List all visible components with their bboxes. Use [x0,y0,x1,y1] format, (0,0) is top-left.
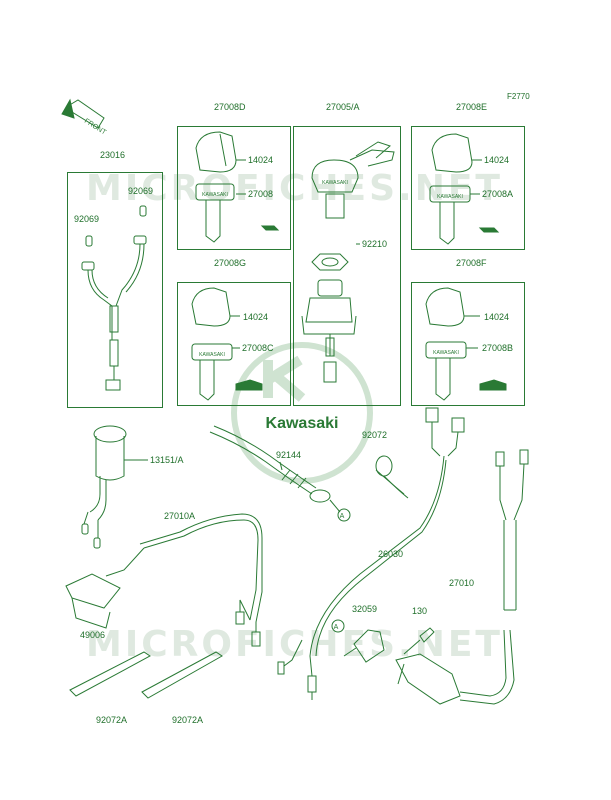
logo-text: Kawasaki [266,415,339,432]
bracket-32059 [343,629,385,663]
band-92072 [375,455,409,499]
ref-code: F2770 [507,92,530,101]
front-arrow-icon [61,98,105,129]
key-blade-a [195,183,235,243]
group-box-23016 [67,172,163,408]
part-92072: 92072 [362,430,388,440]
callout-letter-upper: A [340,513,345,520]
harness-23016 [81,205,147,391]
part-27008A: 27008A [482,189,514,199]
band-92072A-left [69,651,151,697]
callout-a-upper [337,508,351,522]
part-27008B: 27008B [482,343,514,353]
key-blade-d [425,341,467,401]
key-brand-b: KAWASAKI [437,194,463,200]
stop-switch-13151 [81,425,127,549]
band-92072A-right [141,651,223,699]
part-14024-d: 14024 [484,312,510,322]
part-27008: 27008 [248,189,274,199]
part-92144: 92144 [276,450,302,460]
ignition-switch-body [301,279,357,383]
part-27008E: 27008E [456,102,488,112]
part-49006: 49006 [80,630,106,640]
cable-92144 [209,425,341,513]
key-brand-c: KAWASAKI [199,352,225,358]
key-brand-d: KAWASAKI [433,350,459,356]
leader-lines [124,159,482,471]
group-box-27008G [177,282,291,406]
key-brand-ignition: KAWASAKI [322,180,348,186]
part-27005A: 27005/A [326,102,360,112]
nut-92210 [311,253,349,271]
callout-letter-lower: A [334,624,339,631]
key-knob-b [431,133,473,173]
part-27008D: 27008D [214,102,246,112]
key-profile-d [479,379,507,391]
group-box-27008F [411,282,525,406]
part-92069-b: 92069 [74,214,100,224]
part-27008G: 27008G [214,258,247,268]
key-blade-c [191,343,233,401]
switch-assembly [395,653,461,705]
part-130: 130 [412,606,428,616]
ignition-key [311,141,395,219]
part-27008F: 27008F [456,258,487,268]
harness-27010A [105,513,263,647]
callout-a-lower [331,619,345,633]
part-26030: 26030 [378,549,404,559]
group-box-27008D [177,126,291,250]
part-92072A-b: 92072A [172,715,204,725]
front-label: FRONT [83,118,108,137]
holder-49006 [65,573,121,629]
part-27010A: 27010A [164,511,196,521]
cable-27010 [459,449,529,705]
watermark-top: MICROFICHES.NET [86,168,503,209]
key-brand-a: KAWASAKI [202,192,228,198]
part-23016: 23016 [100,150,126,160]
group-box-27008E [411,126,525,250]
key-profile-c [235,379,263,391]
part-27008C: 27008C [242,343,274,353]
harness-26030 [277,407,465,700]
part-13151A: 13151/A [150,455,184,465]
part-14024-b: 14024 [484,155,510,165]
bolt-130 [403,627,435,655]
key-profile-b [478,227,500,233]
part-92069-a: 92069 [128,186,154,196]
group-box-27005A [293,126,401,406]
part-32059: 32059 [352,604,378,614]
part-92210: 92210 [362,239,388,249]
kawasaki-logo [231,342,373,484]
part-14024-a: 14024 [248,155,274,165]
key-profile-a [260,225,280,231]
part-27010: 27010 [449,578,475,588]
part-14024-c: 14024 [243,312,269,322]
part-92072A-a: 92072A [96,715,128,725]
